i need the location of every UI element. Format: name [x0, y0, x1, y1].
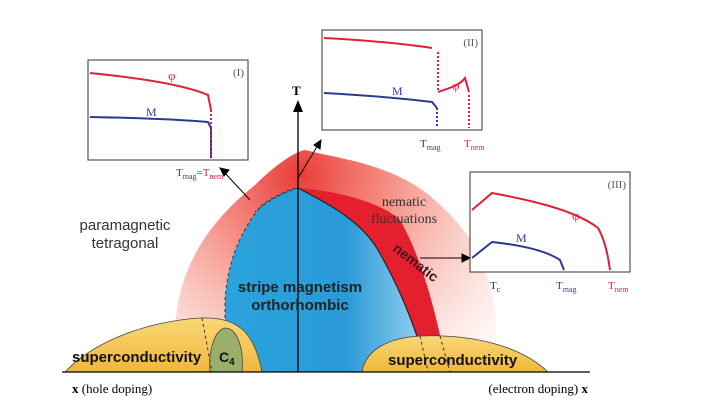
inset-I-phi-label: φ [168, 68, 176, 83]
sc-right-label: superconductivity [388, 352, 518, 369]
inset-II: (II) φ M Tmag Tnem [321, 29, 485, 152]
stripe-magnetism-region [225, 188, 428, 372]
inset-III-tmag: Tmag [556, 280, 577, 294]
inset-III: (III) φ M Tc Tmag Tnem [469, 171, 631, 294]
sc-right-region [361, 335, 549, 373]
magnetic-boundary-dashed [224, 187, 299, 372]
inset-II-tag: (II) [463, 37, 478, 49]
paramagnetic-label: paramagnetic [80, 217, 171, 234]
inset-I: (I) φ M Tmag=Tnem [87, 59, 249, 181]
c4-region [209, 327, 243, 373]
inset-III-phi-curve [471, 191, 611, 271]
inset-I-temps: Tmag=Tnem [176, 167, 224, 181]
inset-II-phi-curve [323, 37, 433, 49]
inset-I-m-curve [89, 116, 212, 129]
tetragonal-label: tetragonal [92, 235, 159, 252]
inset-I-m-label: M [146, 105, 157, 119]
inset-pointers [219, 138, 472, 263]
inset-II-m-label: M [392, 84, 403, 98]
inset-II-phi-label: φ [452, 78, 460, 93]
inset-III-tc: Tc [490, 280, 501, 294]
nematic-fluctuations-label-2: fluctuations [371, 212, 437, 227]
inset-III-tag: (III) [608, 179, 627, 191]
electron-doping-label: (electron doping) x [488, 381, 588, 396]
inset-III-m-curve [471, 240, 565, 271]
inset-I-phi-curve [89, 72, 212, 111]
nematic-fluctuations-label-1: nematic [382, 195, 426, 210]
hole-doping-label: x (hole doping) [72, 381, 152, 396]
inset-III-m-label: M [516, 231, 527, 245]
sc-left-label: superconductivity [72, 349, 202, 366]
stripe-magnetism-label: stripe magnetism [238, 279, 362, 296]
t-axis-arrowhead [293, 100, 303, 112]
inset-II-m-curve [323, 92, 438, 109]
orthorhombic-label: orthorhombic [251, 297, 349, 314]
inset-II-tmag: Tmag [420, 138, 441, 152]
t-axis-label: T [292, 83, 301, 98]
magnetic-boundary-solid [297, 187, 429, 373]
c4-label: C4 [219, 349, 235, 368]
sc-right-dashed [419, 335, 451, 373]
inset-III-phi-label: φ [572, 208, 580, 223]
inset-II-tnem: Tnem [464, 138, 485, 152]
inset-I-tag: (I) [233, 67, 244, 79]
inset-II-phi-curve-2 [437, 75, 470, 93]
inset-III-tnem: Tnem [608, 280, 629, 294]
